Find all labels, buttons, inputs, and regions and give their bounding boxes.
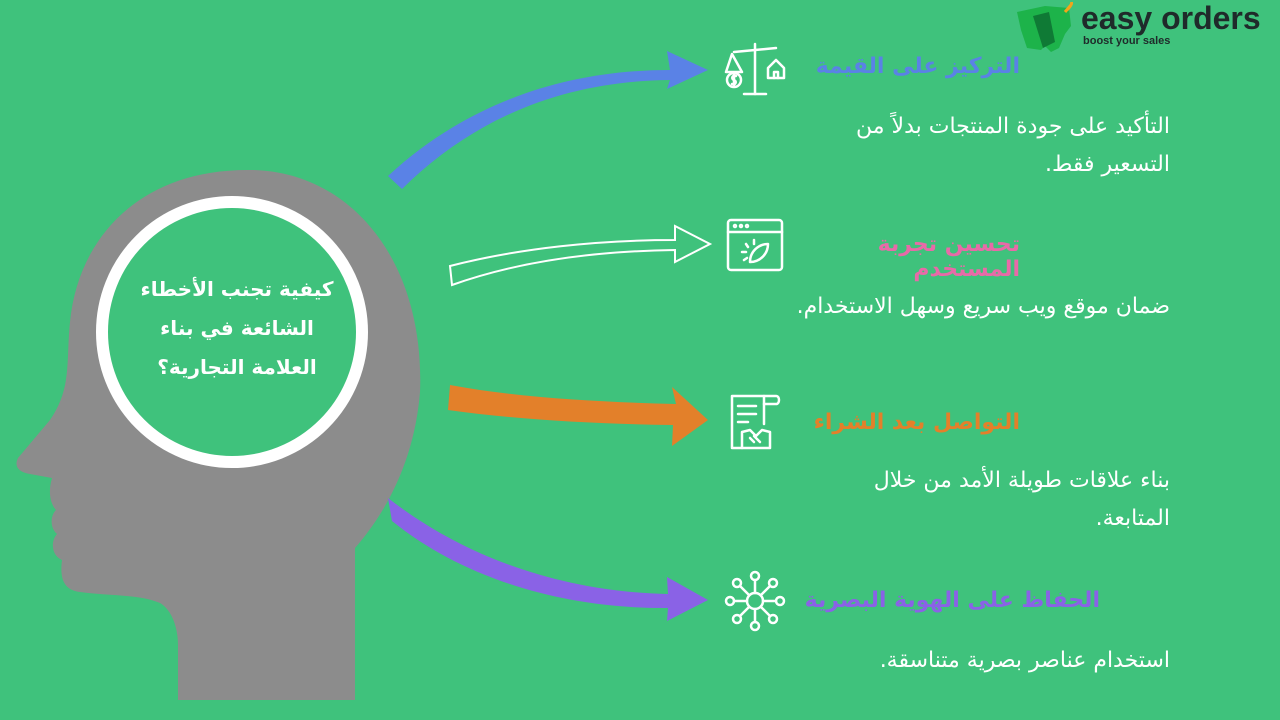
shopping-bag-icon [1017, 2, 1073, 52]
brand-name: easy orders [1081, 0, 1261, 36]
item-followup-description: بناء علاقات طويلة الأمد من خلال المتابعة… [790, 462, 1170, 538]
arrow-value-focus [388, 51, 708, 189]
arrow-post-purchase [448, 385, 708, 446]
item-ux-description: ضمان موقع ويب سريع وسهل الاستخدام. [790, 288, 1170, 326]
arrow-user-experience [448, 224, 713, 287]
central-question-line: الشائعة في بناء [160, 316, 314, 340]
item-ux-title: تحسين تجربة المستخدم [877, 232, 1020, 282]
browser-window-icon [726, 218, 784, 272]
network-nodes-icon [724, 570, 786, 632]
description-line: بناء علاقات طويلة الأمد من خلال [873, 468, 1170, 493]
brand-tagline: boost your sales [1083, 35, 1171, 47]
center-circle [96, 196, 368, 468]
item-value-title: التركيز على القيمة [815, 54, 1020, 79]
item-followup-title: التواصل بعد الشراء [813, 410, 1020, 435]
balance-scale-icon [724, 42, 786, 96]
arrow-visual-identity [388, 498, 708, 621]
document-handshake-icon [730, 394, 781, 450]
item-value-description: التأكيد على جودة المنتجات بدلاً من التسع… [790, 108, 1170, 184]
brand-logo: easy orders boost your sales [1015, 0, 1280, 54]
central-question-line: العلامة التجارية؟ [157, 355, 317, 379]
item-identity-title: الحفاظ على الهوية البصرية [804, 588, 1100, 613]
description-line: التسعير فقط. [1045, 152, 1170, 177]
description-line: ضمان موقع ويب سريع وسهل الاستخدام. [796, 294, 1170, 319]
description-line: استخدام عناصر بصرية متناسقة. [879, 648, 1170, 673]
description-line: المتابعة. [1095, 506, 1170, 531]
item-identity-description: استخدام عناصر بصرية متناسقة. [790, 642, 1170, 680]
central-question: كيفية تجنب الأخطاء الشائعة في بناء العلا… [112, 270, 362, 387]
central-question-line: كيفية تجنب الأخطاء [140, 277, 334, 301]
description-line: التأكيد على جودة المنتجات بدلاً من [856, 114, 1170, 139]
